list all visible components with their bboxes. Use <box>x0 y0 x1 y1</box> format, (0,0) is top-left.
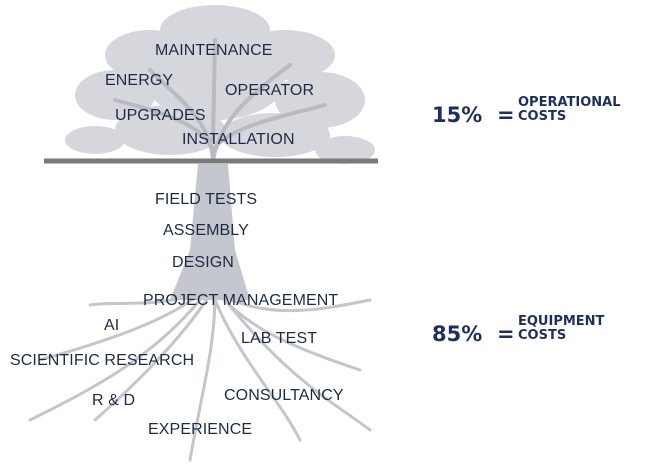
label-field-tests: FIELD TESTS <box>155 191 258 208</box>
label-upgrades: UPGRADES <box>115 107 206 124</box>
label-maintenance: MAINTENANCE <box>155 42 273 59</box>
label-lab-test: LAB TEST <box>241 330 318 347</box>
trunk <box>170 164 250 300</box>
equipment-equals: = <box>497 322 515 346</box>
label-consultancy: CONSULTANCY <box>224 387 344 404</box>
label-scientific-research: SCIENTIFIC RESEARCH <box>10 352 195 369</box>
canopy-branches <box>113 38 327 162</box>
equipment-percent: 85% <box>432 322 483 346</box>
equipment-label-line1: EQUIPMENT <box>518 314 605 329</box>
label-experience: EXPERIENCE <box>148 421 253 438</box>
operational-label-line2: COSTS <box>518 109 567 124</box>
operational-label-line1: OPERATIONAL <box>518 95 621 110</box>
label-energy: ENERGY <box>105 72 174 89</box>
label-project-management: PROJECT MANAGEMENT <box>143 292 339 309</box>
label-assembly: ASSEMBLY <box>163 222 249 239</box>
label-installation: INSTALLATION <box>182 131 295 148</box>
equipment-label-line2: COSTS <box>518 328 567 343</box>
label-r-and-d: R & D <box>92 392 136 409</box>
operational-equals: = <box>497 103 515 127</box>
label-operator: OPERATOR <box>225 82 315 99</box>
operational-percent: 15% <box>432 103 483 127</box>
label-design: DESIGN <box>172 254 234 271</box>
label-ai: AI <box>104 317 120 334</box>
roots <box>28 288 372 462</box>
